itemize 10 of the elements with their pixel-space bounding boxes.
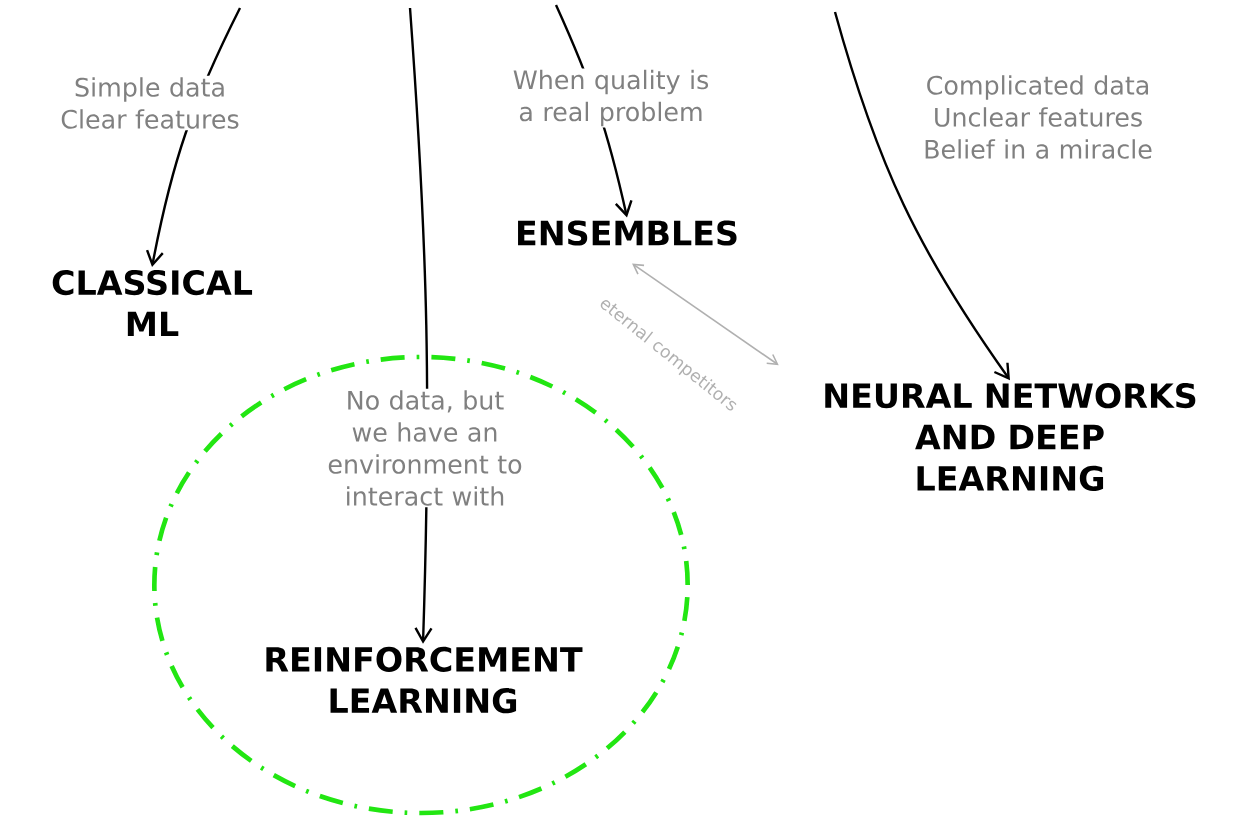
- edge-label: Complicated data Unclear features Belief in a miracle: [913, 73, 1163, 161]
- category-title: CLASSICAL ML: [52, 269, 253, 337]
- category-title: ENSEMBLES: [518, 220, 737, 246]
- category-title: NEURAL NETWORKS AND DEEP LEARNING: [825, 383, 1196, 491]
- edge-label: No data, but we have an environment to interact with: [323, 388, 527, 508]
- arrow: [833, 11, 1010, 381]
- edge-label: Simple data Clear features: [52, 75, 248, 131]
- category-title: REINFORCEMENT LEARNING: [266, 646, 583, 714]
- arrow: [632, 263, 779, 366]
- edge-label: When quality is a real problem: [509, 68, 713, 128]
